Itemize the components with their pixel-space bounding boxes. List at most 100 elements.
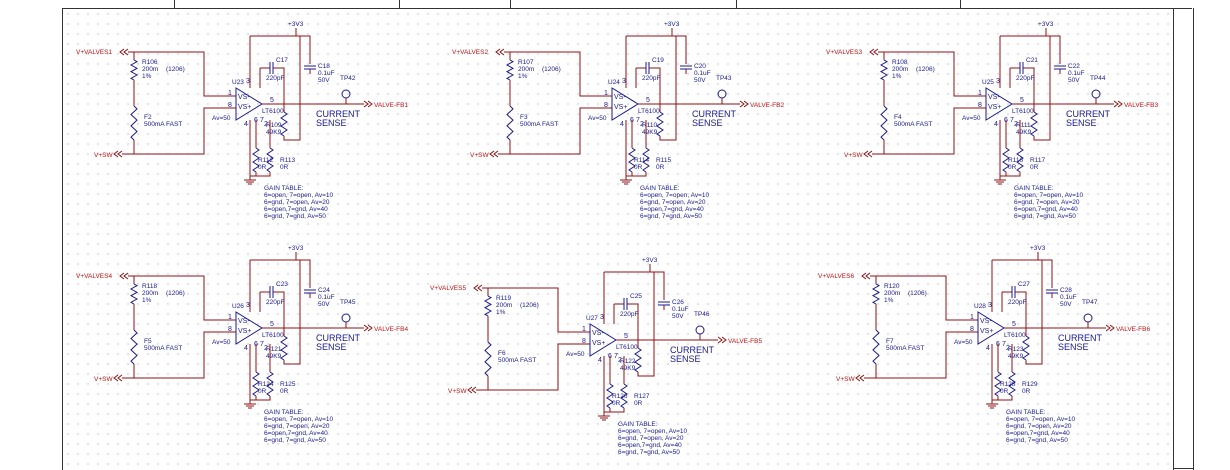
gain-table-title: GAIN TABLE: <box>640 185 680 192</box>
ic-part: LT6100 <box>1004 332 1026 339</box>
bypass-ref: C26 <box>672 299 684 306</box>
bypass-ref: C24 <box>318 287 330 294</box>
wire <box>609 408 625 413</box>
output-resistor-value: 49K9 <box>266 353 282 360</box>
wire <box>255 172 271 177</box>
pin-3: 3 <box>246 78 250 85</box>
ic-ref: U28 <box>974 303 986 310</box>
test-point-ref: TP47 <box>1082 299 1098 306</box>
port-arrow-icon <box>477 284 483 292</box>
gain-table-row: 6=gnd, 7=gnd, Av=50 <box>1006 437 1068 444</box>
shunt-value: 200m <box>518 66 534 73</box>
current-sense-label-line: SENSE <box>670 354 701 364</box>
shunt-tolerance: 1% <box>892 73 902 80</box>
test-point-ref: TP44 <box>1090 75 1106 82</box>
gain-resistor-2-value: 0R <box>280 388 289 395</box>
output-resistor <box>1022 335 1030 361</box>
pin-vs-minus: VS- <box>614 94 626 101</box>
pin-4: 4 <box>620 121 624 128</box>
pin-5: 5 <box>646 97 650 104</box>
gain-setting: Av=50 <box>566 351 585 358</box>
gain-resistor <box>266 371 274 397</box>
gain-setting: Av=50 <box>954 339 973 346</box>
wire <box>488 287 590 333</box>
gain-resistor-2-value: 0R <box>656 164 665 171</box>
power-label: +3V3 <box>1030 245 1046 252</box>
gain-setting: Av=50 <box>588 115 607 122</box>
wire <box>627 303 639 340</box>
shunt-value: 200m <box>142 66 158 73</box>
gain-table-row: 6=gnd, 7=gnd, Av=50 <box>1014 213 1076 220</box>
current-sense-label-line: SENSE <box>316 342 347 352</box>
filter-cap-ref: C23 <box>276 281 288 288</box>
gain-table-title: GAIN TABLE: <box>1006 409 1046 416</box>
pin-3: 3 <box>622 78 626 85</box>
pin-1: 1 <box>970 314 974 321</box>
bypass-voltage: 50V <box>1060 301 1072 308</box>
gain-setting: Av=50 <box>212 115 231 122</box>
port-arrow-icon <box>863 150 869 158</box>
ic-ref: U27 <box>586 315 598 322</box>
title-cell <box>174 0 400 8</box>
gain-table-row: 6=open,7=gnd, Av=40 <box>264 206 328 213</box>
test-point-icon <box>1083 313 1093 323</box>
filter-cap-ref: C27 <box>1018 281 1030 288</box>
port-arrow-icon <box>865 272 871 280</box>
wire <box>631 172 647 177</box>
port-arrow-icon <box>859 374 865 382</box>
gain-resistor-2-ref: R117 <box>1030 157 1045 164</box>
gain-setting: Av=50 <box>212 339 231 346</box>
filter-cap-value: 220pF <box>266 299 284 306</box>
wire <box>878 51 885 60</box>
port-arrow-icon <box>123 48 129 56</box>
wire <box>884 51 986 97</box>
output-resistor-ref: R111 <box>1016 122 1031 129</box>
fuse <box>506 105 514 141</box>
ic-ref: U24 <box>608 79 620 86</box>
wire <box>864 331 978 379</box>
shunt-tolerance: 1% <box>496 309 506 316</box>
gain-resistor <box>628 147 636 173</box>
shunt-ref: R107 <box>518 59 534 66</box>
ground-icon <box>244 176 256 185</box>
filter-cap-value: 220pF <box>1008 299 1026 306</box>
gain-table-row: 6=gnd, 7=open, Av=20 <box>1014 199 1080 206</box>
gain-table-row: 6=open,7=gnd, Av=40 <box>1014 206 1078 213</box>
pin-7: 7 <box>636 117 640 124</box>
wire <box>876 275 978 321</box>
shunt-package: (1206) <box>916 66 935 73</box>
wire <box>134 275 236 321</box>
test-point-ref: TP42 <box>340 75 356 82</box>
output-resistor <box>634 347 642 373</box>
pin-8: 8 <box>582 338 586 345</box>
port-arrow-icon <box>367 100 373 108</box>
pin-1: 1 <box>228 314 232 321</box>
pin-2: 2 <box>264 121 268 128</box>
gain-table-row: 6=gnd, 7=gnd, Av=50 <box>640 213 702 220</box>
shunt-resistor <box>871 283 881 305</box>
gain-table-title: GAIN TABLE: <box>618 421 658 428</box>
sw-net-label: V+SW <box>844 152 863 159</box>
fuse-value: 500mA FAST <box>144 345 182 352</box>
shunt-value: 200m <box>496 302 512 309</box>
shunt-value: 200m <box>884 290 900 297</box>
wire <box>659 36 677 141</box>
shunt-ref: R119 <box>496 295 511 302</box>
pin-3: 3 <box>988 302 992 309</box>
pin-vs-minus: VS- <box>592 330 604 337</box>
gain-setting: Av=50 <box>962 115 981 122</box>
gain-resistor-1-value: 0R <box>258 388 267 395</box>
pin-8: 8 <box>978 102 982 109</box>
pin-7: 7 <box>614 353 618 360</box>
gain-resistor-2-ref: R129 <box>1022 381 1038 388</box>
pin-5: 5 <box>1012 321 1016 328</box>
ic-ref: U26 <box>232 303 244 310</box>
pin-2: 2 <box>1006 345 1010 352</box>
wire <box>498 107 612 155</box>
gain-resistor-2-ref: R115 <box>656 157 671 164</box>
port-arrow-icon <box>743 100 749 108</box>
pin-4: 4 <box>986 345 990 352</box>
output-resistor-ref: R110 <box>642 122 657 129</box>
fuse-ref: F5 <box>144 338 152 345</box>
